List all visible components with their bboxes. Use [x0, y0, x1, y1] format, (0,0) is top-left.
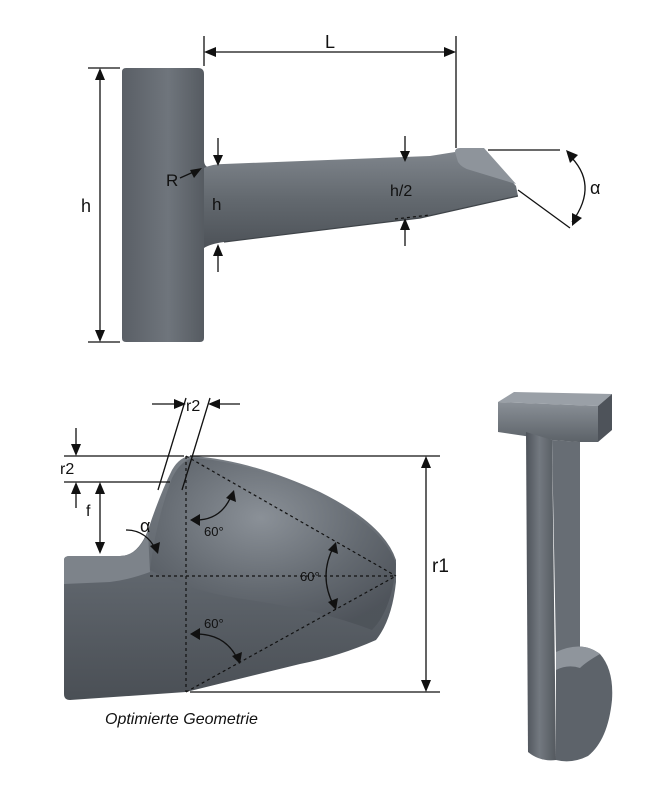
dimension-r2-top: r2 [152, 397, 240, 491]
dimension-r2-side: r2 [60, 428, 184, 508]
detail-ledge [64, 532, 150, 584]
label-h-inner: h [212, 195, 221, 214]
detail-view: 60° 60° 60° r2 [60, 397, 449, 728]
construction-triangle [150, 455, 397, 693]
detail-dome [150, 458, 396, 630]
angle-alpha-top: α [488, 149, 600, 229]
hook-cap-front [498, 402, 598, 442]
label-h-outer: h [81, 196, 91, 216]
label-L: L [325, 32, 335, 52]
dimension-L: L [203, 32, 457, 148]
angle-alpha-detail: α [125, 516, 160, 554]
dimension-r1: r1 [190, 455, 449, 693]
hook-stem [526, 432, 556, 761]
label-alpha-detail: α [140, 516, 150, 536]
label-angle-mid: 60° [300, 569, 320, 584]
label-alpha-top: α [590, 178, 600, 198]
label-r2-side: r2 [60, 461, 74, 478]
label-f: f [86, 503, 91, 520]
hook-curl-highlight [556, 646, 600, 670]
angle-60-mid: 60° [300, 542, 338, 610]
hook-stem-right [552, 440, 580, 652]
hook-curl [556, 646, 613, 762]
hook-cap-top [498, 392, 612, 406]
label-angle-upper: 60° [204, 524, 224, 539]
angle-60-lower: 60° [190, 616, 242, 664]
label-r1: r1 [432, 556, 449, 577]
dimension-f: f [86, 482, 105, 554]
arm-bottom-edge [223, 195, 519, 243]
dimension-h-outer: h [81, 67, 120, 343]
label-R: R [166, 171, 178, 190]
dimension-h-inner: h [212, 138, 223, 272]
dimension-h-half: h/2 [390, 136, 412, 246]
hook-tip [455, 148, 516, 184]
hook-arm [204, 150, 518, 248]
radius-arrowhead [190, 168, 202, 178]
hook-3d-view [498, 392, 613, 762]
label-r2-top: r2 [186, 398, 200, 415]
label-angle-lower: 60° [204, 616, 224, 631]
angle-60-upper: 60° [190, 490, 236, 539]
hook-cap-side [598, 394, 612, 442]
caption: Optimierte Geometrie [105, 711, 258, 728]
top-view: L h R h h/2 [81, 32, 600, 343]
label-h-half: h/2 [390, 183, 412, 200]
vertical-plate [122, 68, 214, 342]
